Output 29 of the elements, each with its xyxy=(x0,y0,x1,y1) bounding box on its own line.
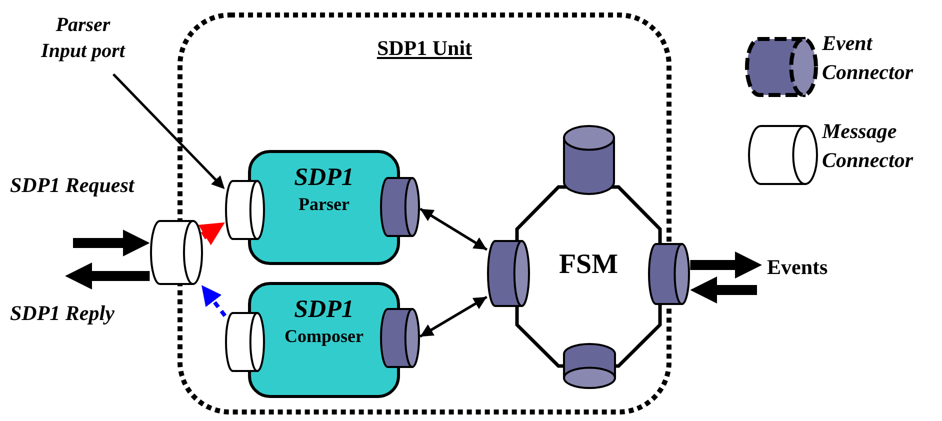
state-machine-label: FSM xyxy=(558,249,620,281)
unit-boundary xyxy=(177,12,672,415)
port-label: SDP1 Reply xyxy=(10,301,114,326)
event-connector xyxy=(380,308,420,368)
event-connector xyxy=(563,125,615,195)
arrow xyxy=(690,276,757,304)
message-connector xyxy=(225,180,265,240)
component-name: Parser xyxy=(298,193,350,215)
arrow xyxy=(73,230,150,256)
event-connector xyxy=(487,240,530,307)
event-connector xyxy=(563,343,616,389)
component-title: SDP1 xyxy=(294,163,354,193)
leader-line xyxy=(112,73,225,190)
message-connector xyxy=(150,220,203,285)
arrow xyxy=(198,222,225,246)
unit-title: SDP1 Unit xyxy=(376,36,474,61)
output-label: Events xyxy=(767,255,828,280)
arrow xyxy=(202,285,227,318)
message-connector xyxy=(225,312,265,372)
port-label: SDP1 Request xyxy=(10,173,134,198)
component-title: SDP1 xyxy=(294,295,354,325)
arrow xyxy=(690,252,762,278)
arrow xyxy=(65,262,150,290)
callout-text: Parser Input port xyxy=(33,12,133,74)
component-name: Composer xyxy=(284,325,364,347)
legend-text: Message Connector xyxy=(822,118,914,174)
event-connector xyxy=(648,243,690,305)
event-connector xyxy=(380,177,420,237)
legend-text: Event Connector xyxy=(822,30,914,86)
